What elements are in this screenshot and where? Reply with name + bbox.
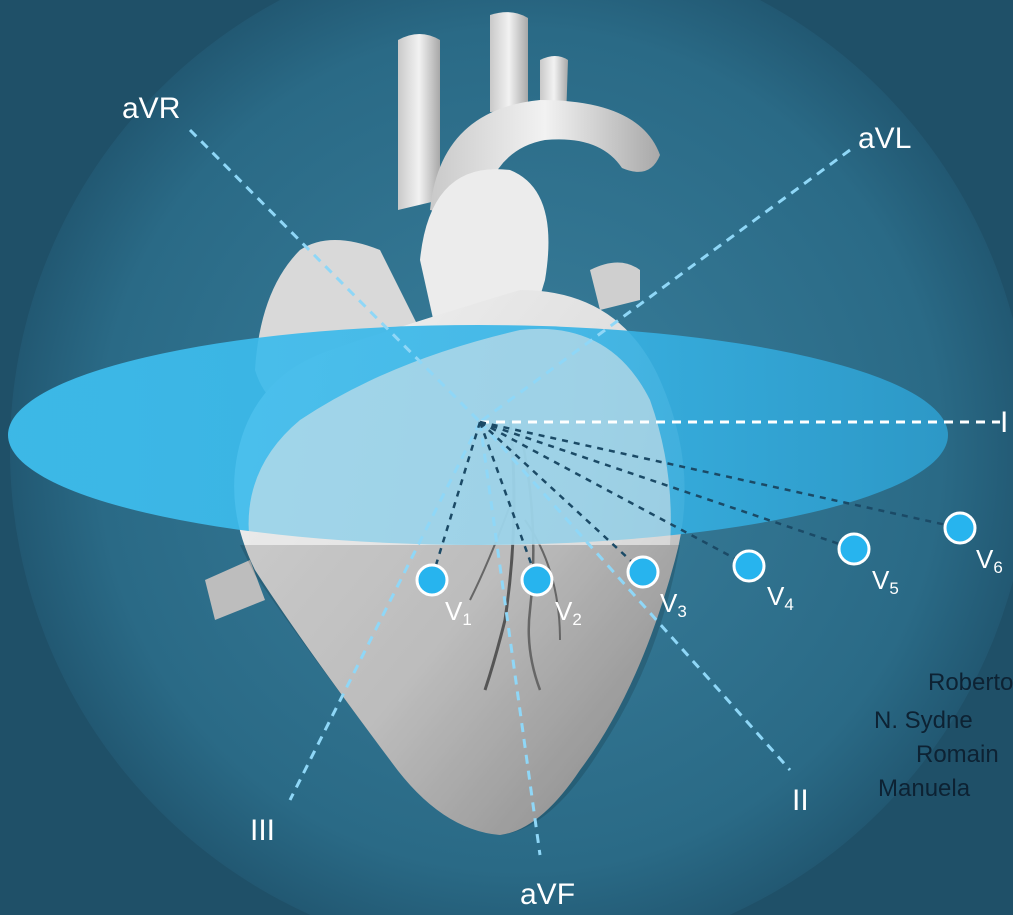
electrode-v3-name: V	[660, 588, 678, 618]
credit-line-3: Romain	[916, 741, 999, 768]
credit-line-1: Roberto	[928, 669, 1013, 696]
electrode-v6-sub: 6	[993, 558, 1002, 577]
credit-line-4: Manuela	[878, 775, 971, 802]
electrode-v4-sub: 4	[784, 595, 793, 614]
electrode-v3-sub: 3	[677, 602, 686, 621]
electrode-v1-name: V	[445, 596, 463, 626]
electrode-v6-name: V	[976, 544, 994, 574]
electrode-v2-sub: 2	[572, 610, 581, 629]
credit-line-2: N. Sydne	[874, 707, 973, 734]
electrode-v2-name: V	[555, 596, 573, 626]
lead-label-avf: aVF	[520, 878, 575, 911]
lead-label-avl: aVL	[858, 122, 911, 155]
electrode-v4-name: V	[767, 581, 785, 611]
lead-label-avr: aVR	[122, 92, 180, 125]
electrode-v5-sub: 5	[889, 579, 898, 598]
lead-label-ii: II	[792, 784, 809, 817]
lead-label-iii: III	[250, 814, 275, 847]
lead-label-i: I	[1000, 406, 1008, 439]
electrode-v1-sub: 1	[462, 610, 471, 629]
electrode-v5-name: V	[872, 565, 890, 595]
